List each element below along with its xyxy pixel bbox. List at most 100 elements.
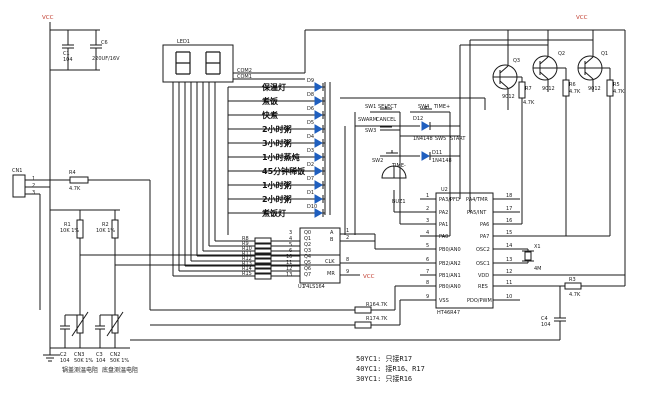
u2-lnum-2: 3 [426, 218, 429, 224]
u1-out-1: Q1 [304, 236, 311, 242]
config-notes: 50YC1: 只接R17 40YC1: 接R16、R17 30YC1: 只接R1… [356, 354, 425, 383]
diode-label-5: 1小时蒸炖 [262, 152, 300, 162]
buzzer-name: BUZ1 [392, 199, 406, 205]
u2-left-1: PA2 [439, 210, 448, 216]
u1-out-3: Q3 [304, 248, 311, 254]
sw5-name: SW5 [435, 136, 446, 142]
cn1-pin-2: 2 [32, 183, 35, 189]
u2-rnum-0: 18 [506, 193, 512, 199]
led-name: LED1 [177, 39, 190, 45]
u2-right-3: PA7 [480, 234, 489, 240]
c4-name: C4 [541, 316, 548, 322]
u2-rnum-8: 10 [506, 294, 512, 300]
buzzer: BUZ1 [381, 165, 420, 213]
cn1-pin-3: 3 [32, 190, 35, 196]
u2-left-5: PB2/AN2 [439, 261, 461, 267]
diode-row-3: 2小时粥 D5 [228, 120, 325, 134]
bank-row-4: R12 [191, 256, 300, 265]
d11-name: D11 [432, 150, 442, 156]
u1-name: U1 [298, 284, 305, 290]
note-1: 40YC1: 接R16、R17 [356, 364, 425, 373]
r17-value: 4.7K [376, 316, 388, 322]
u2-lnum-3: 4 [426, 230, 429, 236]
switch-section: SW1 SELECT SW4 TIME+ SWARM CANCEL SW3 SW… [340, 97, 486, 237]
u1-pin-1: 4 [289, 236, 292, 242]
c1-name: C1 [63, 51, 70, 57]
c2-name: C2 [60, 352, 67, 358]
r1-value: 10K 1% [60, 228, 79, 234]
u1-pin-7: 13 [286, 272, 292, 278]
u2-left-6: PB1/AN1 [439, 273, 461, 279]
u1-in-mr: MR [327, 271, 335, 277]
u2-lnum-1: 2 [426, 206, 429, 212]
bank-row-3: R11 [197, 251, 300, 260]
c6-value: 220UF/16V [92, 56, 120, 62]
cn3-name: CN3 [74, 352, 84, 358]
u2-left-7: PB0/AN0 [439, 284, 461, 290]
shift-register-u1: U1 74LS164 Q0 Q1 Q2 Q3 Q4 Q5 Q6 Q7 3 4 5… [286, 227, 420, 290]
u1-out-6: Q6 [304, 266, 311, 272]
connector-cn1: CN1 1 2 3 R4 4.7K [12, 168, 151, 310]
swarm-label: CANCEL [376, 117, 396, 123]
r7-value: 4.7K [523, 100, 535, 106]
bank-row-2: R10 [203, 246, 300, 255]
vcc-left-label: VCC [42, 15, 54, 21]
u2-lnum-0: 1 [426, 193, 429, 199]
transistor-q1: Q1 9012 R5 4.7K [577, 30, 625, 97]
bank-name-4: R12 [242, 256, 252, 262]
u2-left-0: PA3/PFD [439, 197, 460, 203]
x1-name: X1 [534, 244, 541, 250]
r16-value: 4.7K [376, 302, 388, 308]
q1-name: Q1 [601, 51, 608, 57]
transistor-section: VCC Q3 9012 R7 4.7K [304, 15, 625, 237]
diode-label-2: 快煮 [262, 110, 278, 120]
diode-row-0: 保温灯 D9 [228, 78, 325, 92]
u2-left-3: PA0 [439, 234, 448, 240]
note-0: 50YC1: 只接R17 [356, 354, 412, 363]
u2-rnum-5: 13 [506, 257, 512, 263]
u1-part: 74LS164 [303, 284, 325, 290]
r16-label: R16 [366, 302, 376, 308]
diode-row-9: 煮饭灯 D10 [228, 204, 325, 218]
config-resistors: R16 4.7K R17 4.7K [130, 285, 560, 341]
diode-row-2: 快煮 D6 [228, 106, 325, 120]
r6-name: R6 [569, 82, 576, 88]
u2-lnum-5: 6 [426, 257, 429, 263]
d12-name: D12 [413, 116, 423, 122]
bank-name-1: R9 [242, 241, 249, 247]
u1-out-0: Q0 [304, 230, 311, 236]
sw5-label: START [450, 136, 466, 142]
u2-rnum-4: 14 [506, 243, 512, 249]
bank-row-0: R8 [215, 236, 300, 245]
switch-swarm: SWARM CANCEL [355, 117, 420, 127]
u2-right-4: OSC2 [476, 247, 490, 253]
led-com1: COM1 [237, 74, 252, 80]
r5-value: 4.7K [613, 89, 625, 95]
bank-name-5: R13 [242, 261, 252, 267]
c3-value: 104 [96, 358, 106, 364]
sw1-label: SELECT [378, 104, 398, 110]
u2-lnum-7: 8 [426, 280, 429, 286]
u2-lnum-4: 5 [426, 243, 429, 249]
temperature-sensing: R1 10K 1% R2 10K 1% C2 104 CN3 50K 1% C3… [50, 209, 340, 374]
swarm-name: SWARM [358, 117, 377, 123]
u1-inpin-9: 9 [346, 269, 349, 275]
u2-name: U2 [441, 187, 448, 193]
r17-label: R17 [366, 316, 376, 322]
u2-right-2: PA6 [480, 222, 489, 228]
c3-name: C3 [96, 352, 103, 358]
u2-rnum-1: 17 [506, 206, 512, 212]
u1-in-clk: CLK [325, 259, 335, 265]
q2-name: Q2 [558, 51, 565, 57]
diode-row-7: 1小时粥 D7 [228, 176, 325, 190]
u2-left-8: VSS [439, 298, 449, 304]
key-diode-d11: D11 1N4148 [421, 150, 460, 164]
cn3-caption: 锅盖测温电阻 [62, 366, 98, 374]
switch-sw3: SW3 [365, 126, 400, 134]
u2-rnum-2: 16 [506, 218, 512, 224]
u2-left-2: PA1 [439, 222, 448, 228]
diode-name-1: D8 [307, 92, 314, 98]
led-com2: COM2 [237, 68, 252, 74]
